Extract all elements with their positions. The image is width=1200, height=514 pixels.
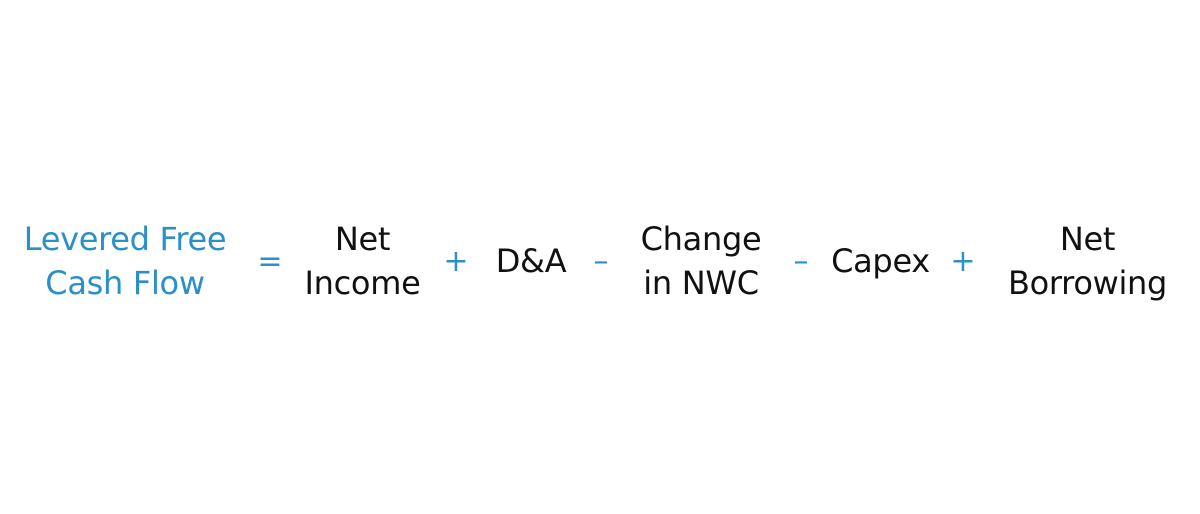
- term-depreciation-amortization: D&A: [476, 216, 586, 306]
- plus-operator-1: +: [443, 243, 469, 279]
- minus-operator-1: –: [593, 243, 609, 279]
- result-term-line-1: Levered Free: [23, 220, 227, 258]
- result-term-levered-free-cash-flow: Levered Free Cash Flow: [0, 216, 250, 306]
- term-net-income-line-2: Income: [304, 264, 421, 302]
- term-da-line-1: D&A: [495, 242, 567, 280]
- result-term-line-2: Cash Flow: [45, 264, 205, 302]
- term-change-nwc-line-2: in NWC: [643, 264, 759, 302]
- plus-operator-2: +: [950, 243, 976, 279]
- term-net-income: Net Income: [290, 216, 435, 306]
- term-capex-line-1: Capex: [831, 242, 930, 280]
- term-net-income-line-1: Net: [334, 220, 391, 258]
- term-net-borrowing: Net Borrowing: [995, 216, 1180, 306]
- term-net-borrowing-line-1: Net: [1059, 220, 1116, 258]
- term-capex: Capex: [818, 216, 943, 306]
- equals-operator: =: [257, 243, 283, 279]
- minus-operator-2: –: [793, 243, 809, 279]
- term-change-in-nwc: Change in NWC: [621, 216, 781, 306]
- term-change-nwc-line-1: Change: [640, 220, 762, 258]
- term-net-borrowing-line-2: Borrowing: [1007, 264, 1168, 302]
